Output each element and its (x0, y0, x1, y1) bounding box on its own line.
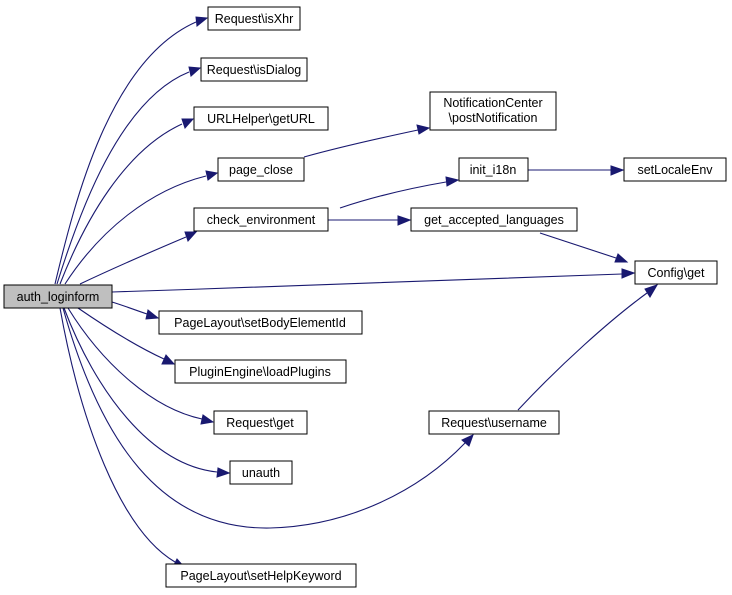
node-label-request-username: Request\username (441, 416, 547, 430)
nodes: auth_loginform Request\isXhr Request\isD… (3, 6, 727, 588)
node-label-init-i18n: init_i18n (470, 163, 517, 177)
edge-auth-loginform-to-geturl (59, 123, 183, 285)
edge-arrow-setbodyelementid (145, 309, 160, 320)
edge-arrow-isdialog (188, 66, 202, 77)
edge-page-close-to-postnotification (303, 129, 419, 158)
node-label-unauth: unauth (242, 466, 280, 480)
node-pagelayout-setbodyelementid[interactable]: PageLayout\setBodyElementId (158, 310, 363, 335)
edge-auth-loginform-to-isxhr (54, 21, 197, 285)
node-label-request-isxhr: Request\isXhr (215, 12, 294, 26)
edge-username-to-config-get (517, 292, 648, 411)
edge-arrow-get-accepted-languages (397, 215, 412, 226)
node-get-accepted-languages[interactable]: get_accepted_languages (410, 207, 578, 232)
node-label-page-close: page_close (229, 163, 293, 177)
edge-arrow-geturl (181, 118, 195, 129)
edge-auth-loginform-to-unauth (63, 307, 218, 473)
node-label-pagelayout-setbodyelementid: PageLayout\setBodyElementId (174, 316, 346, 330)
node-label-postnotification-line2: \postNotification (449, 111, 538, 125)
edges (54, 16, 659, 569)
edge-check-environment-to-init-i18n (339, 181, 447, 209)
node-label-config-get: Config\get (648, 266, 706, 280)
node-label-pagelayout-sethelpkeyword: PageLayout\setHelpKeyword (180, 569, 341, 583)
node-label-get-accepted-languages: get_accepted_languages (424, 213, 564, 227)
node-label-check-environment: check_environment (207, 213, 316, 227)
node-label-pluginengine-loadplugins: PluginEngine\loadPlugins (189, 365, 331, 379)
edge-arrow-init-i18n (445, 176, 460, 187)
edge-auth-loginform-to-check-environment (79, 236, 187, 285)
edge-arrow-unauth (216, 467, 231, 478)
node-setlocaleenv[interactable]: setLocaleEnv (623, 157, 727, 182)
edge-auth-loginform-to-page-close (64, 175, 207, 285)
node-pluginengine-loadplugins[interactable]: PluginEngine\loadPlugins (174, 359, 347, 384)
node-request-isxhr[interactable]: Request\isXhr (207, 6, 301, 31)
edge-auth-loginform-to-username (62, 307, 466, 529)
edge-auth-loginform-to-request-get (67, 307, 203, 420)
node-request-isdialog[interactable]: Request\isDialog (200, 57, 308, 82)
node-label-request-get: Request\get (226, 416, 294, 430)
node-config-get[interactable]: Config\get (634, 260, 718, 285)
edge-arrow-config-get-from-languages (614, 253, 629, 263)
node-label-setlocaleenv: setLocaleEnv (637, 163, 713, 177)
edge-get-accepted-languages-to-config-get (539, 232, 617, 259)
node-label-request-isdialog: Request\isDialog (207, 63, 302, 77)
edge-auth-loginform-to-setbodyelementid (111, 301, 148, 315)
node-unauth[interactable]: unauth (229, 460, 293, 485)
edge-arrow-check-environment (184, 231, 198, 242)
node-label-urlhelper-geturl: URLHelper\getURL (207, 112, 315, 126)
node-label-auth-loginform: auth_loginform (17, 290, 100, 304)
node-pagelayout-sethelpkeyword[interactable]: PageLayout\setHelpKeyword (165, 563, 357, 588)
node-notificationcenter-postnotification[interactable]: NotificationCenter \postNotification (429, 91, 557, 131)
edge-auth-loginform-to-isdialog (56, 71, 190, 285)
edge-arrow-postnotification (416, 124, 431, 135)
node-page-close[interactable]: page_close (217, 157, 305, 182)
edge-auth-loginform-to-loadplugins (77, 307, 165, 360)
node-check-environment[interactable]: check_environment (193, 207, 329, 232)
edge-arrow-config-get-from-username (644, 284, 659, 298)
edge-arrow-isxhr (195, 16, 209, 27)
node-label-postnotification-line1: NotificationCenter (443, 96, 542, 110)
node-request-get[interactable]: Request\get (213, 410, 308, 435)
node-init-i18n[interactable]: init_i18n (458, 157, 529, 182)
node-request-username[interactable]: Request\username (428, 410, 560, 435)
edge-arrow-loadplugins (161, 354, 176, 365)
edge-auth-loginform-to-sethelpkeyword (59, 307, 176, 563)
edge-arrow-config-get-from-root (621, 268, 636, 279)
node-urlhelper-geturl[interactable]: URLHelper\getURL (193, 106, 329, 131)
edge-arrow-request-get (200, 414, 215, 425)
edge-auth-loginform-to-config-get (111, 273, 623, 293)
edge-arrow-username (461, 434, 474, 447)
edge-arrow-page-close (205, 170, 219, 181)
edge-arrow-setlocaleenv (610, 165, 625, 176)
node-auth-loginform[interactable]: auth_loginform (3, 284, 113, 309)
